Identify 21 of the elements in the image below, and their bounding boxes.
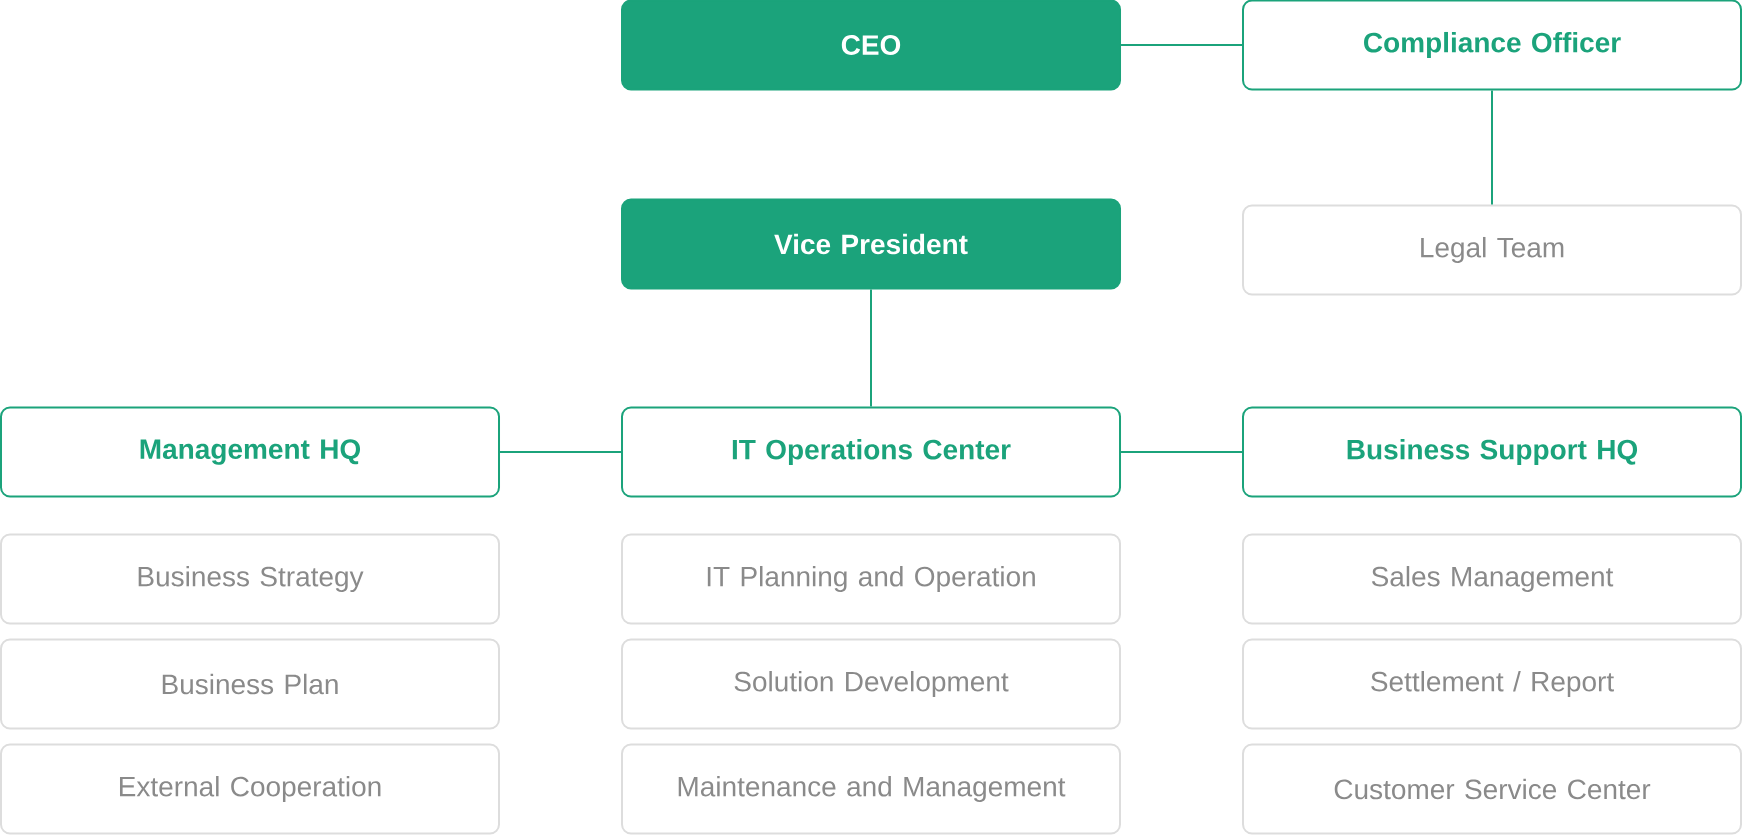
connector-line <box>1491 89 1493 206</box>
team-box: Solution Development <box>621 638 1121 730</box>
connector-line <box>870 288 872 408</box>
team-box: Legal Team <box>1242 204 1742 296</box>
team-box: Maintenance and Management <box>621 743 1121 835</box>
executive-box: CEO <box>621 0 1121 91</box>
department-box: Business Support HQ <box>1242 406 1742 498</box>
team-box: Business Plan <box>0 638 500 730</box>
department-box: IT Operations Center <box>621 406 1121 498</box>
connector-line <box>1120 451 1243 453</box>
department-box: Compliance Officer <box>1242 0 1742 91</box>
team-box: Settlement / Report <box>1242 638 1742 730</box>
team-box: Business Strategy <box>0 533 500 625</box>
team-box: Sales Management <box>1242 533 1742 625</box>
department-box: Management HQ <box>0 406 500 498</box>
team-box: Customer Service Center <box>1242 743 1742 835</box>
executive-box: Vice President <box>621 198 1121 290</box>
team-box: IT Planning and Operation <box>621 533 1121 625</box>
connector-line <box>499 451 622 453</box>
connector-line <box>1120 44 1243 46</box>
team-box: External Cooperation <box>0 743 500 835</box>
